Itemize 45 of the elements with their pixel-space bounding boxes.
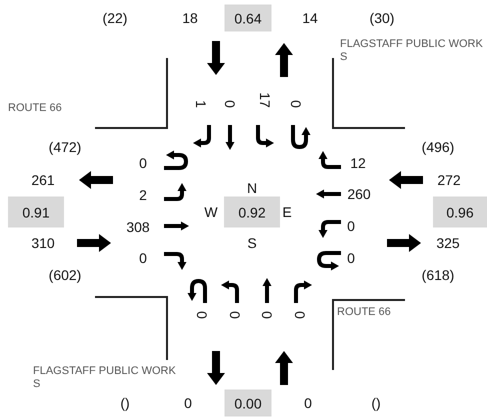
- volume-label: 17: [258, 92, 272, 108]
- volume-label: (22): [102, 11, 128, 25]
- volume-label: (602): [48, 268, 82, 282]
- factor-label: 0.64: [224, 4, 272, 32]
- factor-label: 0.00: [224, 390, 272, 416]
- volume-label: 18: [182, 11, 198, 25]
- volume-label: 0: [304, 396, 312, 410]
- volume-label: 1: [194, 100, 208, 108]
- volume-label: 0: [184, 396, 192, 410]
- street-name: FLAGSTAFF PUBLIC WORKS: [340, 38, 484, 64]
- compass-label: N: [246, 181, 258, 195]
- volume-label: (): [371, 396, 381, 410]
- volume-label: 0: [347, 219, 355, 233]
- volume-label: (): [120, 396, 130, 410]
- factor-label: 0.92: [224, 196, 280, 228]
- factor-label: 0.91: [8, 196, 64, 228]
- volume-label: 0: [139, 251, 147, 265]
- compass-label: S: [247, 236, 257, 250]
- volume-label: 0: [289, 100, 303, 108]
- volume-label: 0: [260, 311, 274, 319]
- factor-label: 0.96: [433, 196, 487, 228]
- volume-label: 12: [350, 156, 366, 170]
- volume-label: 0: [228, 311, 242, 319]
- volume-label: (618): [422, 268, 454, 282]
- volume-label: 0: [223, 100, 237, 108]
- volume-label: 260: [347, 187, 371, 201]
- volume-label: 325: [436, 236, 460, 250]
- volume-label: (472): [48, 140, 82, 154]
- street-name: ROUTE 66: [8, 102, 63, 115]
- volume-label: 308: [126, 220, 150, 234]
- volume-label: 0: [293, 311, 307, 319]
- street-name: ROUTE 66: [337, 306, 392, 319]
- volume-label: 0: [195, 311, 209, 319]
- volume-label: 272: [437, 173, 461, 187]
- compass-label: E: [282, 205, 292, 219]
- volume-label: (496): [422, 140, 454, 154]
- compass-label: W: [204, 205, 218, 219]
- volume-label: 14: [302, 11, 318, 25]
- volume-label: 2: [139, 188, 147, 202]
- volume-label: 261: [31, 173, 55, 187]
- volume-label: (30): [370, 11, 394, 25]
- volume-label: 310: [31, 236, 55, 250]
- volume-label: 0: [347, 251, 355, 265]
- volume-label: 0: [139, 156, 147, 170]
- street-name: FLAGSTAFF PUBLIC WORKS: [33, 365, 177, 391]
